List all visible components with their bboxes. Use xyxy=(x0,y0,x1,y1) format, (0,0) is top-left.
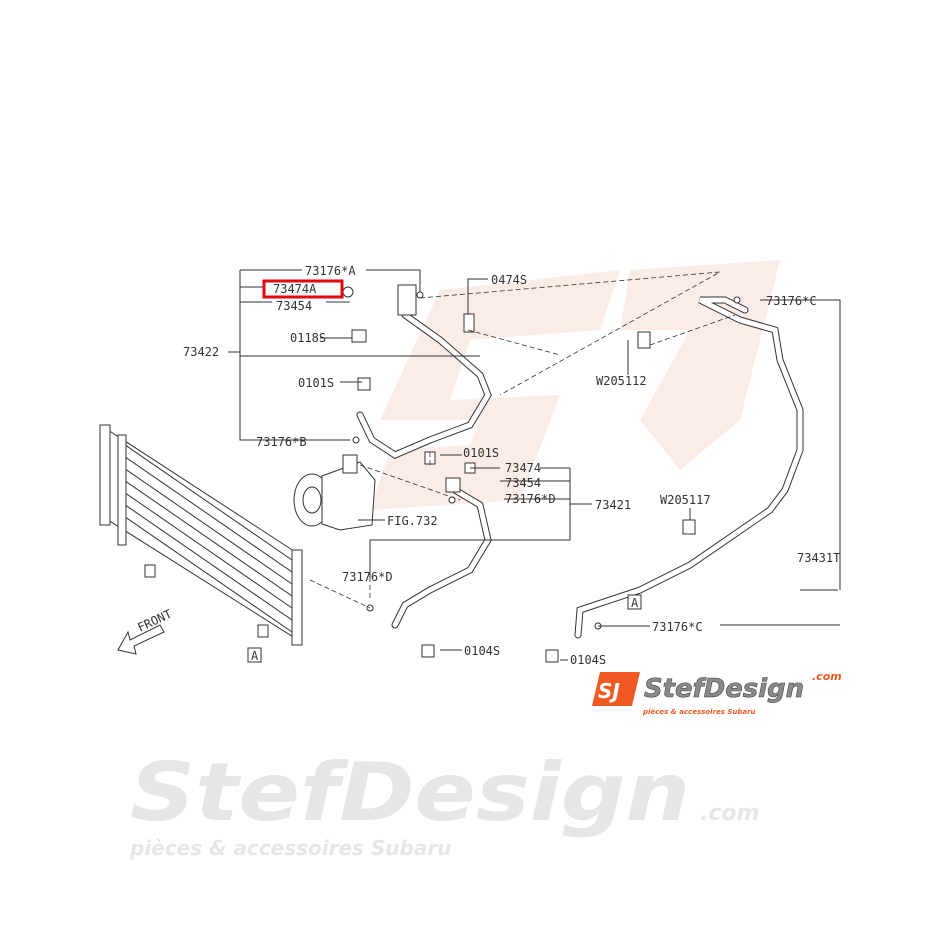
label-73422: 73422 xyxy=(183,345,219,359)
label-A: A xyxy=(631,596,639,610)
watermark-text: StefDesign xyxy=(130,746,690,839)
label-73454: 73454 xyxy=(276,299,312,313)
label-73474: 73474 xyxy=(505,461,541,475)
bolt-0474S xyxy=(463,313,475,333)
label-0104S: 0104S xyxy=(464,644,500,658)
hoses xyxy=(342,284,804,663)
watermark-suffix: .com xyxy=(700,801,759,826)
label-0474S: 0474S xyxy=(491,273,527,287)
logo-mark xyxy=(592,672,640,706)
label-0101S: 0101S xyxy=(298,376,334,390)
logo-name: StefDesign xyxy=(644,674,804,704)
label-W205112: W205112 xyxy=(596,374,647,388)
label-73176-D: 73176*D xyxy=(505,492,556,506)
part-labels: 73176*A 73474A 73454 0474S 0118S 73422 0… xyxy=(183,264,840,667)
label-0118S: 0118S xyxy=(290,331,326,345)
label-73421: 73421 xyxy=(595,498,631,512)
front-arrow-icon: FRONT xyxy=(117,607,174,655)
watermark: StefDesign .com pièces & accessoires Sub… xyxy=(129,260,780,860)
leader-lines xyxy=(228,269,841,661)
label-0101S-2: 0101S xyxy=(463,446,499,460)
label-73176-C-2: 73176*C xyxy=(652,620,703,634)
front-label: FRONT xyxy=(135,607,174,635)
compressor xyxy=(293,454,376,531)
logo-suffix: .com xyxy=(812,670,842,683)
label-W205117: W205117 xyxy=(660,493,711,507)
label-73176-C: 73176*C xyxy=(766,294,817,308)
logo-mark-text: SJ xyxy=(598,679,620,703)
logo-tagline: pièces & accessoires Subaru xyxy=(642,708,756,716)
label-73431T: 73431T xyxy=(797,551,840,565)
stefdesign-logo: SJ StefDesign .com pièces & accessoires … xyxy=(592,670,842,716)
watermark-tagline: pièces & accessoires Subaru xyxy=(129,836,451,860)
label-73176-D-2: 73176*D xyxy=(342,570,393,584)
highlight-box xyxy=(262,279,344,299)
label-73176-B: 73176*B xyxy=(256,435,307,449)
label-73176-A: 73176*A xyxy=(305,264,356,278)
label-0104S-2: 0104S xyxy=(570,653,606,667)
label-fig-732: FIG.732 xyxy=(387,514,438,528)
condenser xyxy=(99,424,303,646)
label-A-2: A xyxy=(251,649,259,663)
label-73454-2: 73454 xyxy=(505,476,541,490)
label-73474A: 73474A xyxy=(273,282,317,296)
